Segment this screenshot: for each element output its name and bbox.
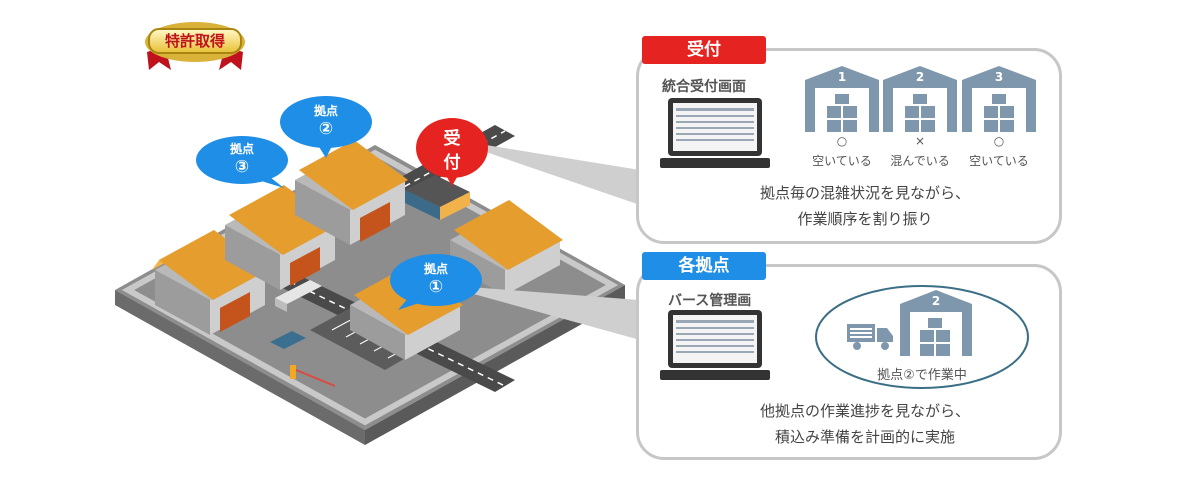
pin-site-3-icon (196, 136, 288, 188)
logistics-map (115, 125, 625, 445)
site-caption-line1: 他拠点の作業進捗を見ながら、 (759, 402, 970, 420)
pin-site-3-label: 拠点 (229, 142, 254, 156)
laptop-icon (660, 310, 770, 380)
warehouse-2-status: 混んでいる (890, 154, 950, 168)
warehouse-3-status: 空いている (969, 154, 1029, 168)
warehouse-3-number: 3 (994, 70, 1004, 84)
warehouse-2-mark: × (914, 134, 926, 148)
laptop-icon (660, 98, 770, 168)
reception-tag: 受付 (642, 36, 766, 64)
pin-reception-line2: 付 (443, 153, 461, 173)
pin-site-1-number: ① (428, 277, 444, 297)
pin-reception-icon (416, 118, 488, 186)
warehouse-2-number: 2 (915, 70, 925, 84)
warehouse-3-icon (962, 66, 1036, 132)
pin-site-1-label: 拠点 (423, 262, 448, 276)
pin-reception-line1: 受 (443, 129, 461, 149)
warehouse-1-status: 空いている (812, 154, 872, 168)
warehouse-1-number: 1 (837, 70, 847, 84)
warehouse-2-icon (883, 66, 957, 132)
warehouse-2-active-icon (900, 290, 972, 356)
pin-site-2-label: 拠点 (313, 104, 338, 118)
reception-caption-line1: 拠点毎の混雑状況を見ながら、 (759, 184, 970, 202)
site-status: 拠点②で作業中 (877, 368, 967, 383)
warehouse-1-mark: ○ (836, 134, 848, 148)
reception-screen-title: 統合受付画面 (662, 79, 746, 95)
warehouse-1-icon (805, 66, 879, 132)
pin-site-2-number: ② (318, 119, 334, 139)
site-caption-line2: 積込み準備を計画的に実施 (774, 428, 955, 446)
reception-caption-line2: 作業順序を割り振り (797, 210, 933, 228)
site-tag: 各拠点 (642, 252, 766, 280)
site-screen-title: バース管理画 (668, 293, 752, 309)
pin-site-2-icon (280, 96, 372, 158)
site-warehouse-number: 2 (931, 294, 941, 308)
patent-badge-label: 特許取得 (148, 28, 242, 54)
pin-site-1-icon (390, 254, 482, 310)
truck-icon (847, 324, 893, 350)
pin-site-3-number: ③ (234, 157, 250, 177)
warehouse-3-mark: ○ (993, 134, 1005, 148)
